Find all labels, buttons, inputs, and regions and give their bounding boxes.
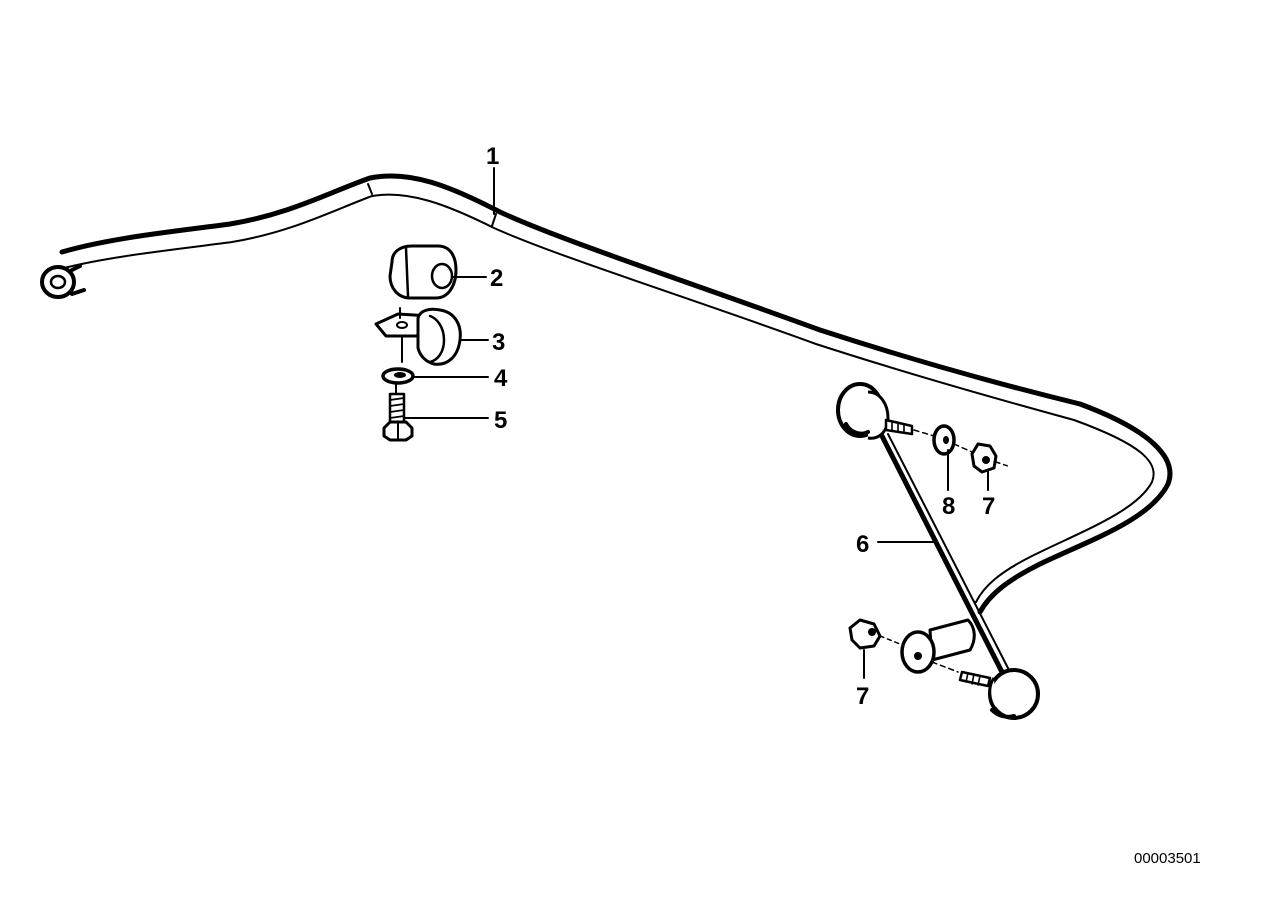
stabilizer-link — [836, 382, 1040, 720]
hex-bolt — [382, 381, 414, 442]
mounting-bracket — [374, 307, 462, 366]
callout-7-lower: 7 — [856, 683, 869, 710]
callout-2: 2 — [490, 265, 503, 292]
link-bushing-lower — [900, 618, 976, 674]
stabilizer-bar — [40, 173, 1173, 615]
callout-6: 6 — [856, 531, 869, 558]
callout-8: 8 — [942, 493, 955, 520]
rubber-mount — [388, 244, 458, 300]
callout-3: 3 — [492, 329, 505, 356]
link-nut-upper — [970, 442, 1009, 474]
callout-7-upper: 7 — [982, 493, 995, 520]
link-nut-lower — [848, 618, 901, 650]
callout-4: 4 — [494, 365, 508, 392]
link-washer — [932, 424, 973, 456]
callout-labels: 1 2 3 4 5 6 7 8 7 — [486, 143, 995, 710]
washer — [381, 367, 415, 385]
callout-5: 5 — [494, 407, 507, 434]
diagram-reference-number: 00003501 — [1134, 850, 1201, 867]
leader-lines — [403, 167, 989, 679]
callout-1: 1 — [486, 143, 499, 170]
